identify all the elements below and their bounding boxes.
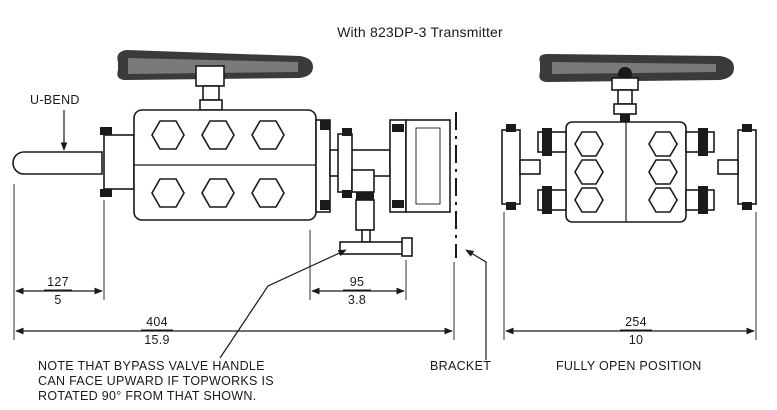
fully-open-label: FULLY OPEN POSITION: [556, 359, 702, 373]
dim-95-mm: 95: [350, 275, 365, 289]
note-line-3: ROTATED 90° FROM THAT SHOWN.: [38, 389, 257, 403]
transmitter-flange: [389, 119, 451, 213]
u-bend-label: U-BEND: [30, 93, 80, 107]
dim-254: 254 10: [503, 212, 757, 347]
dim-254-in: 10: [629, 333, 644, 347]
note-line-1: NOTE THAT BYPASS VALVE HANDLE: [38, 359, 265, 373]
dim-95: 95 3.8: [309, 230, 407, 307]
u-bend-pipe: [12, 127, 135, 197]
note-line-2: CAN FACE UPWARD IF TOPWORKS IS: [38, 374, 274, 388]
dim-127-in: 5: [54, 293, 61, 307]
dim-127: 127 5: [13, 184, 105, 307]
dim-404-in: 15.9: [144, 333, 170, 347]
dim-95-in: 3.8: [348, 293, 366, 307]
bracket-leader: [465, 249, 487, 360]
dim-254-mm: 254: [625, 315, 647, 329]
dim-404-mm: 404: [146, 315, 168, 329]
bypass-valve: [329, 128, 413, 257]
front-view: [501, 54, 757, 223]
manifold-body: [133, 109, 331, 221]
side-view: [12, 50, 457, 258]
bracket-label: BRACKET: [430, 359, 491, 373]
dim-127-mm: 127: [47, 275, 69, 289]
dim-404: 404 15.9: [13, 262, 455, 347]
drawing-title: With 823DP-3 Transmitter: [337, 24, 503, 40]
note-leader: [219, 249, 347, 359]
